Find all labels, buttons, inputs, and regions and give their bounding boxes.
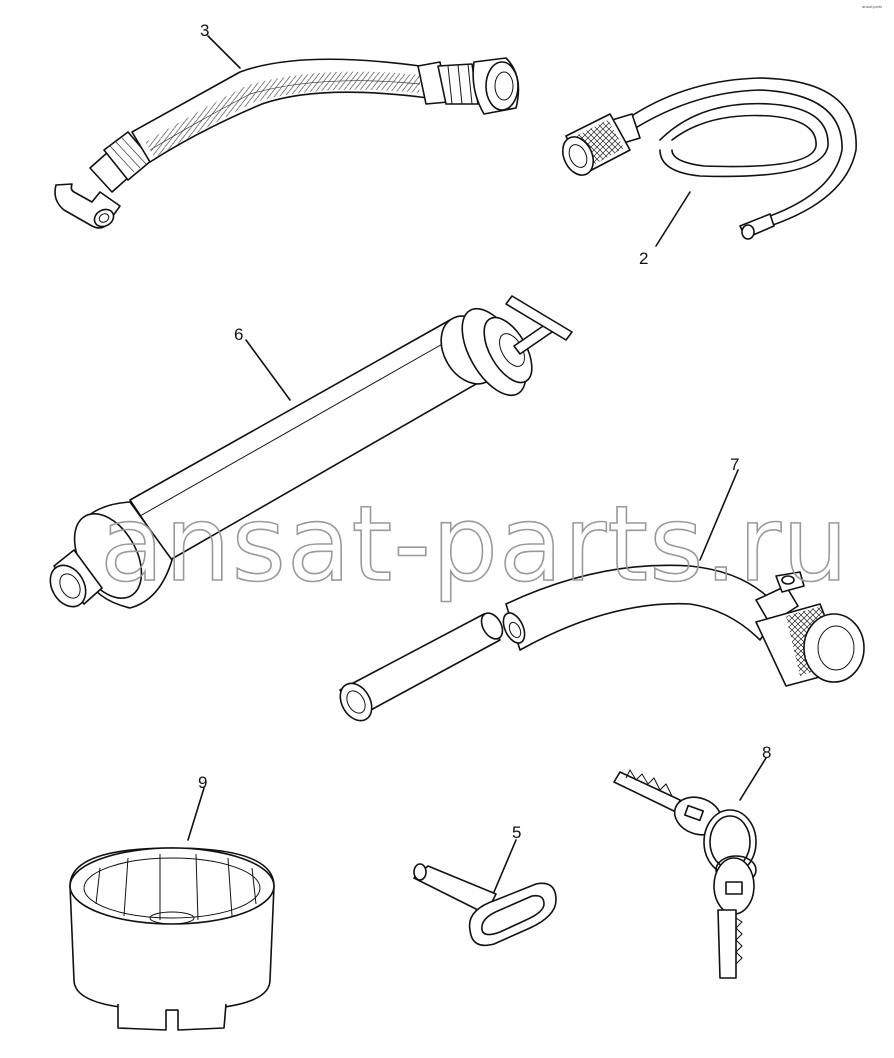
callout-5: 5 — [512, 823, 521, 842]
part-2-coiled-tube: 2 — [561, 77, 857, 268]
part-3-braided-hose: 3 — [54, 21, 520, 229]
corner-text: ansat-parts — [862, 4, 882, 9]
part-5-square-key: 5 — [413, 823, 557, 947]
part-8-keys: 8 — [613, 743, 771, 979]
part-7-hose-assembly: 7 — [339, 455, 865, 722]
callout-9: 9 — [198, 773, 207, 792]
callout-8: 8 — [762, 743, 771, 762]
callout-2: 2 — [639, 249, 648, 268]
callout-3: 3 — [200, 21, 209, 40]
part-9-socket-tool: 9 — [69, 773, 275, 1031]
callout-6: 6 — [234, 325, 243, 344]
watermark: ansat-parts.ru — [100, 483, 849, 605]
callout-7: 7 — [730, 455, 739, 474]
part-6-pump: 6 — [49, 295, 573, 609]
